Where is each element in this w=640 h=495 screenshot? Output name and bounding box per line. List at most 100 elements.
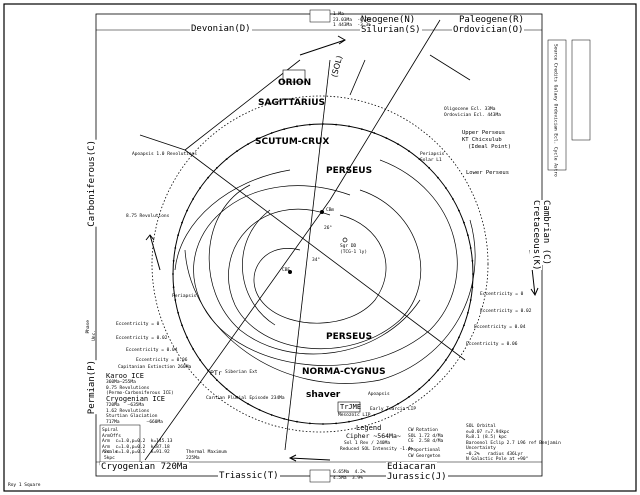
label-periapsis-solar: Periapsis Solar L1: [420, 152, 445, 163]
orbit-tick: [174, 299, 177, 301]
orbit-tick: [428, 167, 430, 169]
orbit-tick: [469, 247, 472, 249]
period-cryogenian: Cryogenian 720Ma: [100, 462, 189, 472]
period-paleogene: Paleogene(R): [458, 15, 526, 25]
orbit-tick: [469, 299, 472, 301]
orbit-tick: [397, 403, 399, 405]
label-cryogenian-ice: Cryogenian ICE: [106, 395, 166, 403]
label-thermal-max: Thermal Maximum 225Ma: [186, 450, 227, 461]
label-periapsis-left: Periapsis: [172, 294, 197, 299]
orbit-tick: [418, 388, 421, 390]
ecc-left-002: Eccentricity = 0.02: [116, 336, 168, 341]
orbit-tick: [177, 311, 180, 314]
orbit-tick: [177, 234, 180, 237]
orbit-tick: [296, 420, 298, 423]
orbit-tick: [186, 336, 189, 339]
orbit-tick: [258, 409, 261, 411]
orbit-tick: [309, 422, 311, 425]
orbit-tick: [199, 359, 202, 361]
orbit-tick: [418, 158, 421, 161]
label-ordovician-ecl: Ordovician Ecl. 443Ma: [444, 113, 501, 118]
orbit-tick: [335, 422, 337, 425]
orbit-tick: [397, 143, 399, 146]
orbit-tick: [471, 286, 474, 288]
label-oligocene: Oligocene Ecl. 33Ma: [444, 107, 496, 112]
orbit-tick: [283, 418, 286, 420]
orbit-tick: [348, 420, 350, 423]
legend-cipher: Cipher ~564Ma~: [346, 432, 401, 440]
label-carnian: Carnian Pluvial Episode 234Ma: [206, 396, 285, 401]
arm-markers: [172, 123, 474, 425]
orbit-tick: [322, 423, 324, 425]
left-tab-unc: Unc.: [92, 330, 97, 341]
label-cbe: CBE: [282, 268, 291, 273]
orbit-tick: [463, 324, 465, 327]
spiral-arms: [174, 159, 476, 384]
orbit-tick: [270, 414, 273, 416]
arm-orion: ORION: [278, 78, 312, 88]
orbit-tick: [348, 125, 350, 128]
ecc-right-004: Eccentricity = 0.04: [474, 325, 526, 330]
legend-line3: Reduced SOL Intensity -1.4%: [340, 447, 414, 452]
orbit-tick: [452, 198, 454, 200]
arm-norma-cygnus: NORMA-CYGNUS: [302, 367, 386, 377]
arm-perseus: PERSEUS: [326, 332, 373, 342]
label-karoo-ice: Karoo ICE: [106, 372, 144, 380]
label-ideal-point: (Ideal Point): [468, 144, 512, 150]
period-triassic: Triassic(T): [218, 471, 280, 481]
orbit-tick: [458, 336, 460, 339]
orbit-tick: [207, 176, 210, 179]
label-26deg: 26°: [324, 226, 333, 231]
legend-title: Legend: [356, 424, 382, 432]
label-karoo-sub: 360Ma—255Ma 0.75 Revolutions (Permo-Carb…: [106, 380, 174, 396]
label-trjme-sub: Mesozoic LIP: [338, 413, 371, 418]
orbit-tick: [472, 273, 474, 275]
label-cryogenian-sub: 720Ma —635Ma 1.62 Revolutions Sturtian G…: [106, 403, 163, 425]
label-ptr-sub: Siberian Ext: [225, 370, 258, 375]
label-upper-perseus: Upper Perseus: [462, 130, 506, 136]
period-ediacaran: Ediacaran: [386, 462, 437, 472]
orbit-tick: [192, 348, 195, 350]
arm-perseus-upper: PERSEUS: [326, 166, 373, 176]
label-toarcian: Early Toarcia LIP: [370, 407, 417, 412]
orbit-tick: [247, 403, 249, 405]
orbit-tick: [270, 132, 273, 134]
label-capitanian: Capitanian Extinction 260Ma: [118, 365, 192, 370]
arm-sagittarius: SAGITTARIUS: [258, 98, 326, 108]
orbit-tick: [385, 137, 388, 140]
orbit-tick: [216, 379, 218, 381]
period-carboniferous: Carboniferous(C): [86, 140, 98, 227]
ecc-right-006: Eccentricity = 0.06: [466, 342, 518, 347]
orbit-tick: [247, 143, 249, 146]
period-cretaceous: Cretaceous(K): [530, 200, 542, 271]
orbit-tick: [225, 388, 228, 390]
orbit-tick: [467, 311, 469, 314]
orbit-tick: [335, 123, 337, 126]
label-scale: Scale 5kpc: [104, 450, 118, 461]
orbit-tick: [373, 132, 376, 134]
orbit-tick: [172, 260, 175, 262]
orbit-tick: [199, 187, 202, 189]
orbit-tick: [360, 418, 363, 420]
period-devonian: Devonian(D): [190, 24, 252, 34]
label-8-75-rev: 8.75 Revolutions: [126, 214, 170, 219]
orbit-tick: [216, 167, 218, 169]
period-cambrian: Cambrian (C): [540, 200, 552, 266]
label-trjme: TrJME: [340, 403, 362, 411]
orbit-tick: [225, 158, 228, 161]
orbit-tick: [172, 273, 174, 275]
period-ordovician: Ordovician(O): [452, 25, 525, 35]
orbit-tick: [181, 324, 183, 327]
sol-orbital: SOL Orbital e=0.07 r=7.94kpc R=8.1 (8.5)…: [466, 424, 561, 462]
ecc-left-0: Eccentricity = 0: [116, 322, 160, 327]
label-apoapsis-bottom: Apoapsis: [368, 392, 390, 397]
orbit-tick: [309, 123, 311, 126]
label-sgr: Sgr DD: [340, 244, 357, 249]
orbit-tick: [452, 348, 454, 350]
orbit-tick: [408, 150, 410, 153]
label-cbm: CBm: [326, 208, 335, 213]
orbit-rotation: CW Rotation SOL 1.72 d/Ma CG 2.58 d/Ma: [408, 428, 444, 444]
ecc-right-0: Eccentricity = 0: [480, 292, 524, 297]
orbit-tick: [258, 137, 261, 140]
orbit-tick: [283, 128, 286, 131]
